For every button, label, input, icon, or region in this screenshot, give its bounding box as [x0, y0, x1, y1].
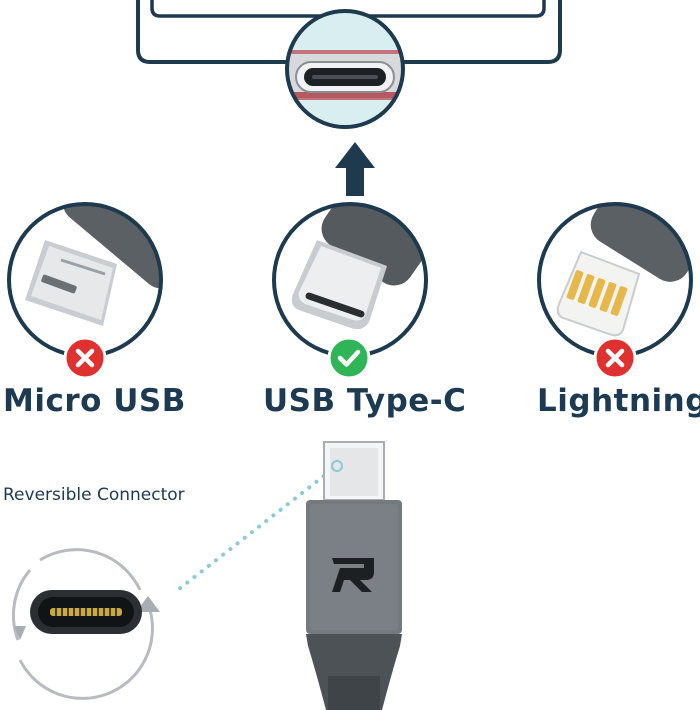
label-usb-type-c: USB Type-C — [263, 383, 467, 419]
lightning-connector-image — [537, 202, 693, 358]
x-icon — [63, 336, 107, 380]
rotate-arrow-icon — [14, 626, 26, 640]
usb-type-c-connector-image — [272, 202, 428, 358]
callout-point-icon — [331, 460, 343, 472]
usb-c-port-zoom — [285, 9, 405, 129]
label-micro-usb: Micro USB — [3, 383, 186, 419]
x-icon — [593, 336, 637, 380]
reversible-port-illustration — [11, 548, 160, 700]
rotate-arrow-icon — [136, 596, 160, 612]
callout-dotted-line — [172, 463, 340, 595]
label-lightning: Lightning — [537, 383, 700, 419]
check-icon — [327, 336, 371, 380]
brand-logo-r — [332, 558, 374, 592]
label-reversible-connector: Reversible Connector — [3, 485, 185, 505]
usb-c-cable-image — [306, 441, 402, 710]
arrow-up-icon — [335, 142, 375, 196]
